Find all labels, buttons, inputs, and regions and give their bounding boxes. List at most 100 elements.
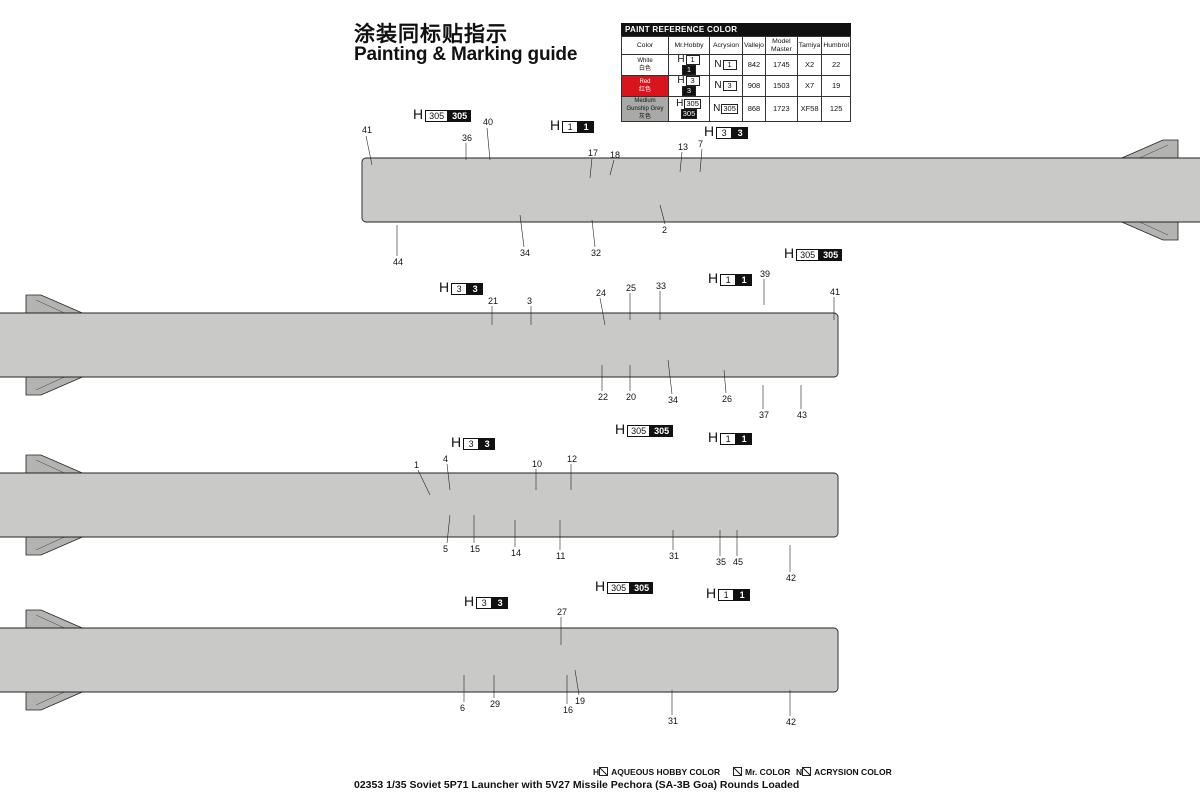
missile-drawing <box>0 294 839 396</box>
part-number: 43 <box>797 410 808 420</box>
part-number: 36 <box>462 133 473 143</box>
part-number: 26 <box>722 394 733 404</box>
leader-line <box>519 214 525 248</box>
col-humbrol: Humbrol <box>821 36 851 55</box>
kit-caption: 02353 1/35 Soviet 5P71 Launcher with 5V2… <box>354 779 800 791</box>
part-number: 18 <box>610 150 621 160</box>
part-number: 22 <box>598 392 609 402</box>
leader-line <box>486 127 491 161</box>
modelmaster-grey: 1723 <box>764 96 798 122</box>
legend-symbol-icon <box>599 767 609 776</box>
part-number: 7 <box>698 139 704 149</box>
leader-line <box>589 157 593 179</box>
part-number: 11 <box>556 551 566 561</box>
part-number: 31 <box>668 716 679 726</box>
part-number: 15 <box>470 544 481 554</box>
leader-line <box>659 204 666 225</box>
part-number: 39 <box>760 269 771 279</box>
leader-line <box>609 159 615 176</box>
part-number: 40 <box>483 117 494 127</box>
part-number: 5 <box>443 544 449 554</box>
part-number: 14 <box>511 548 522 558</box>
part-number: 27 <box>557 607 568 617</box>
humbrol-grey: 125 <box>821 96 851 122</box>
leader-line <box>446 463 451 491</box>
part-number: 19 <box>575 696 586 706</box>
part-number: 24 <box>596 288 607 298</box>
title-english: Painting & Marking guide <box>354 44 578 65</box>
leader-line <box>574 669 580 696</box>
leader-line <box>446 514 451 544</box>
missile-drawing <box>361 139 1200 241</box>
leader-line <box>723 369 727 394</box>
part-number: 10 <box>532 459 543 469</box>
part-number: 29 <box>490 699 501 709</box>
title-chinese: 涂装同标贴指示 <box>354 22 508 46</box>
part-number: 17 <box>588 148 599 158</box>
part-number: 34 <box>520 248 531 258</box>
missile-drawing <box>0 609 839 711</box>
col-model-master: Model Master <box>764 36 798 55</box>
leader-line <box>365 135 373 166</box>
legend-symbol-icon <box>733 767 742 776</box>
missile-drawing <box>0 454 839 556</box>
part-number: 44 <box>393 257 404 267</box>
part-number: 3 <box>527 296 533 306</box>
part-number: 33 <box>656 281 667 291</box>
part-number: 2 <box>662 225 668 235</box>
part-number: 4 <box>443 454 449 464</box>
part-number: 34 <box>668 395 679 405</box>
part-number: 12 <box>567 454 578 464</box>
paint-table-head-row: Color Mr.Hobby Acrysion Vallejo Model Ma… <box>621 36 851 55</box>
part-number: 41 <box>830 287 841 297</box>
part-number: 16 <box>563 705 574 715</box>
part-number: 37 <box>759 410 770 420</box>
leader-line <box>699 148 703 173</box>
part-number: 25 <box>626 283 637 293</box>
leader-line <box>599 297 606 326</box>
part-number: 32 <box>591 248 602 258</box>
part-number: 13 <box>678 142 689 152</box>
part-number: 21 <box>488 296 499 306</box>
part-number: 45 <box>733 557 744 567</box>
legend-symbol-icon <box>802 767 812 776</box>
part-number: 1 <box>414 460 420 470</box>
part-number: 31 <box>669 551 680 561</box>
leader-line <box>417 469 431 496</box>
part-number: 42 <box>786 717 797 727</box>
legend-mr-color: Mr. COLOR <box>733 767 790 777</box>
leader-line <box>679 151 683 173</box>
part-number: 20 <box>626 392 637 402</box>
part-number: 35 <box>716 557 727 567</box>
paint-reference-table: PAINT REFERENCE COLOR Color Mr.Hobby Acr… <box>621 23 851 122</box>
part-number: 42 <box>786 573 797 583</box>
part-number: 6 <box>460 703 466 713</box>
leader-line <box>667 359 673 395</box>
col-acrysion: Acrysion <box>709 36 743 55</box>
leader-line <box>591 219 596 248</box>
